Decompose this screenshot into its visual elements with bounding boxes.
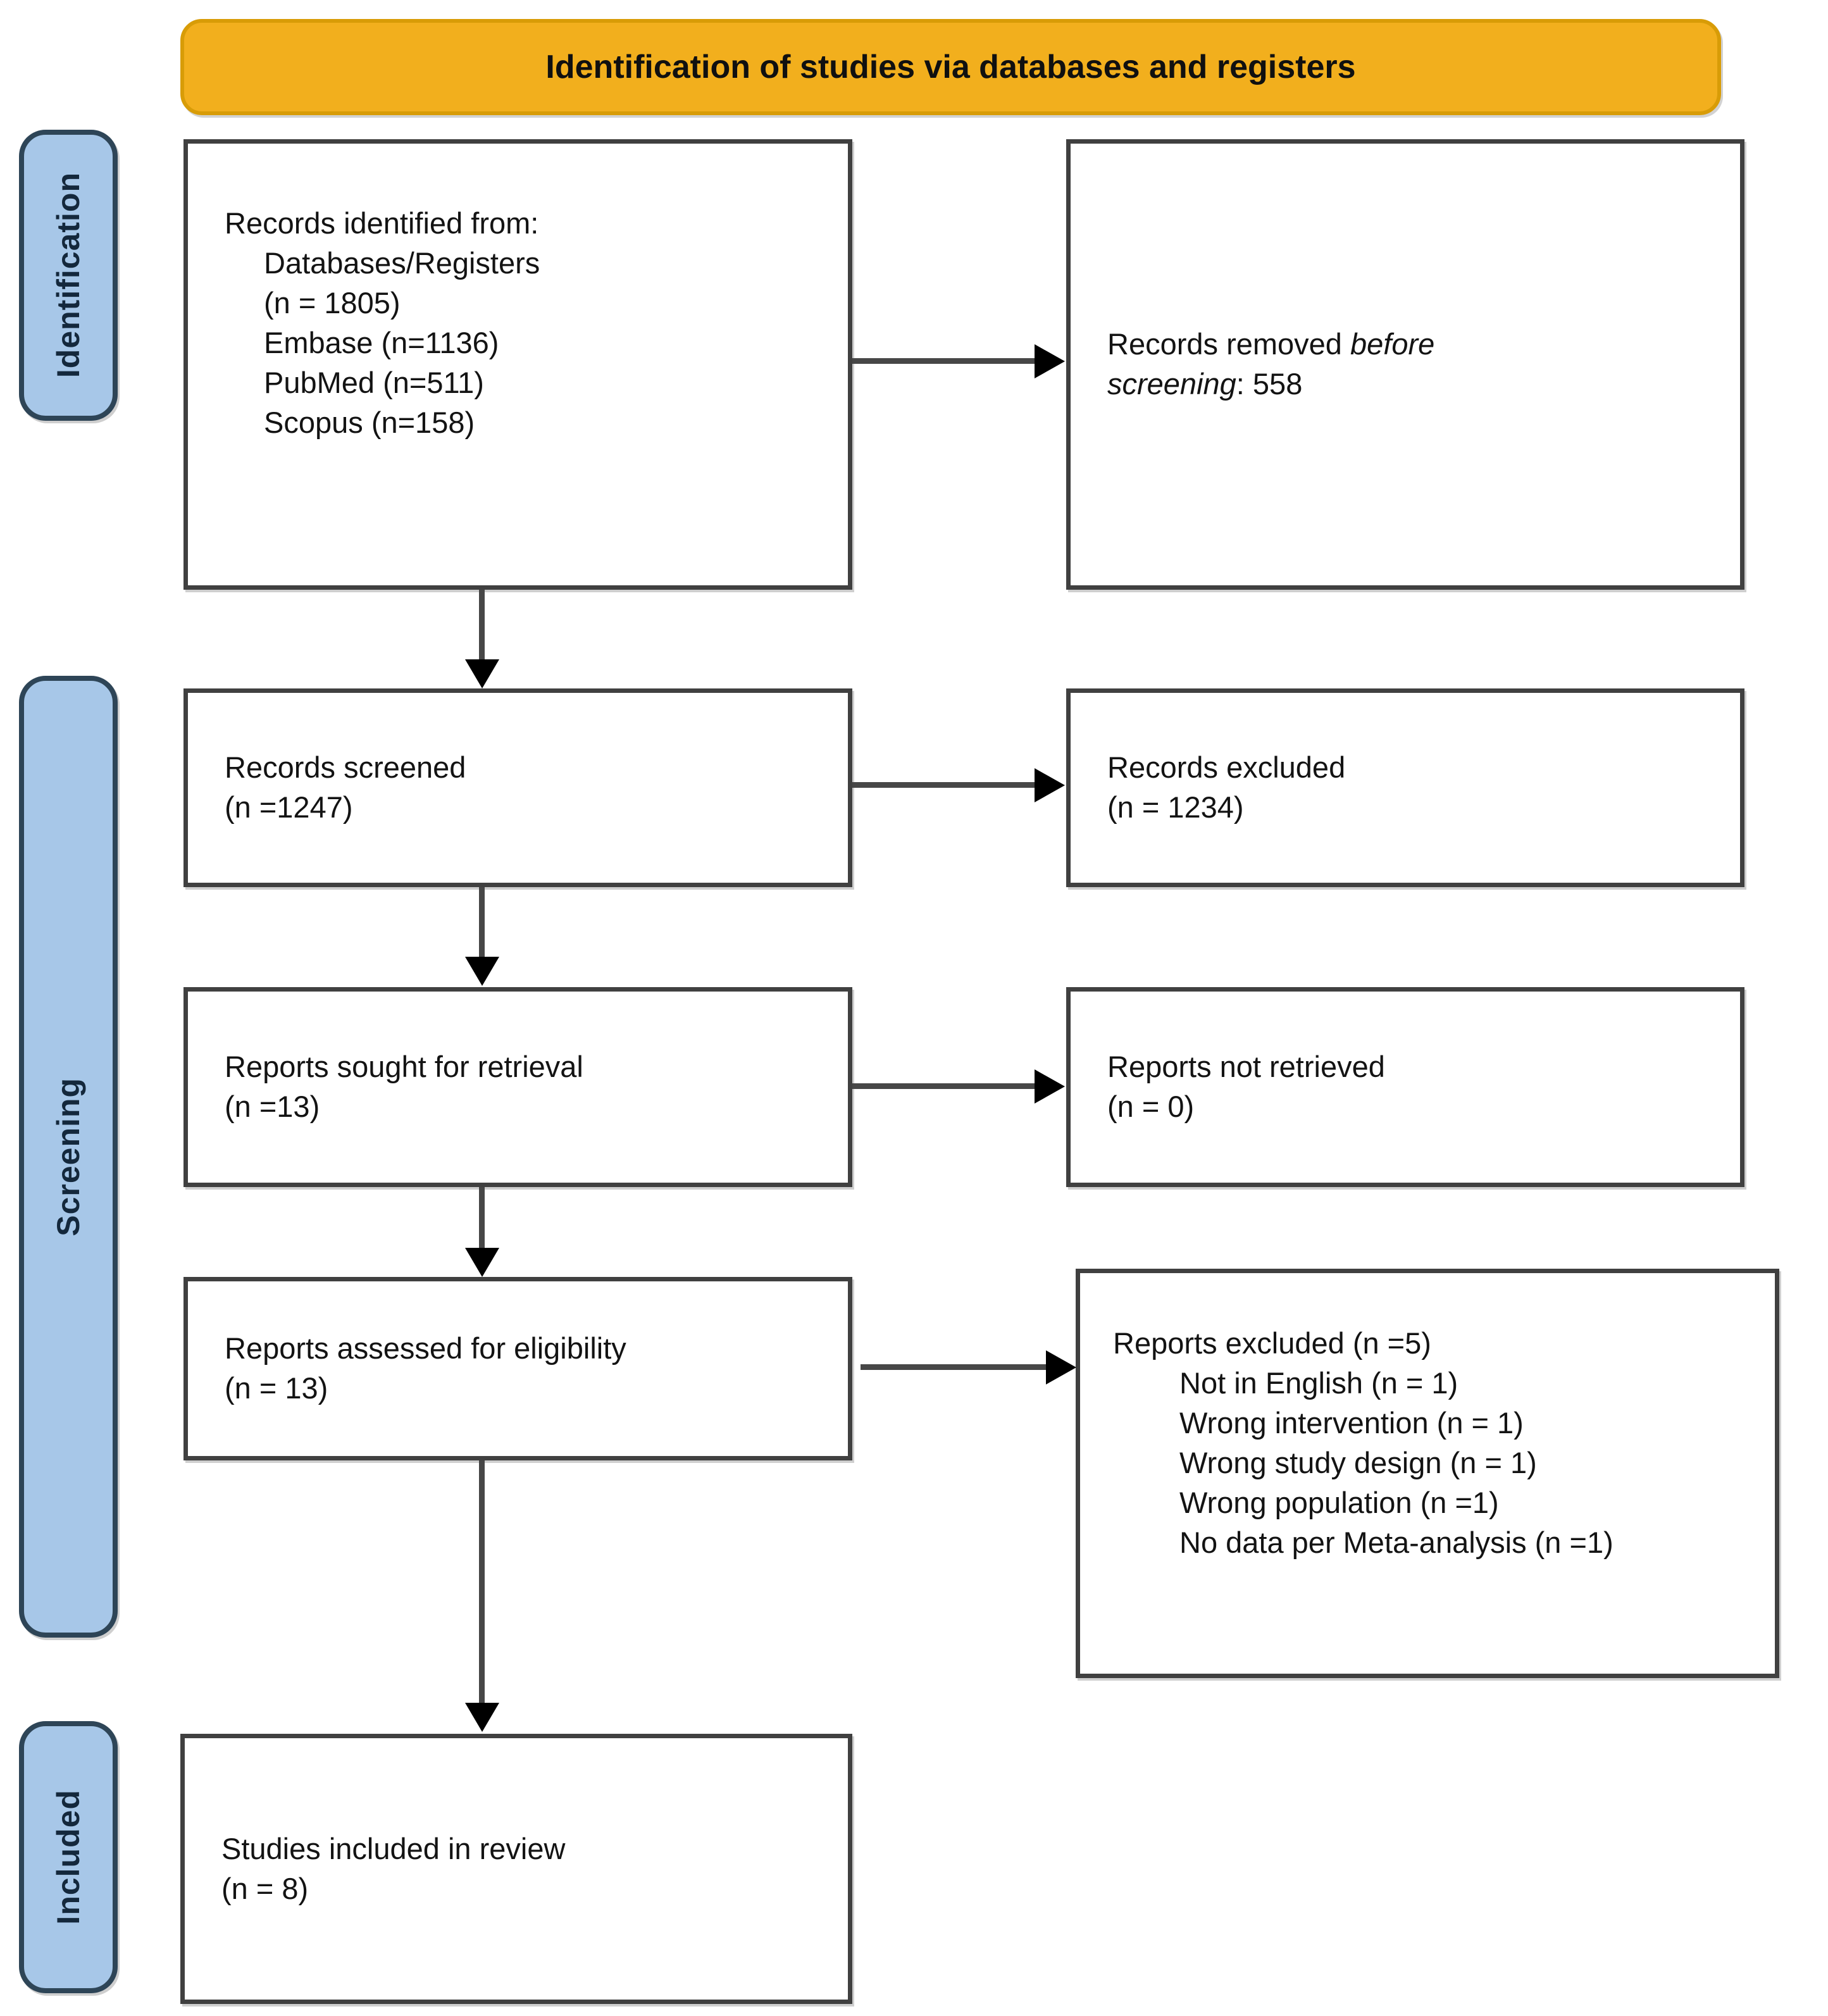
studies-included-line1: Studies included in review <box>221 1831 566 1865</box>
box-reports-not-retrieved: Reports not retrieved (n = 0) <box>1066 987 1744 1187</box>
arrow-sought-to-assessed <box>479 1187 485 1249</box>
studies-included-text: Studies included in review (n = 8) <box>221 1829 565 1909</box>
box-records-excluded: Records excluded (n = 1234) <box>1066 688 1744 887</box>
reports-not-retrieved-text: Reports not retrieved (n = 0) <box>1107 1047 1385 1127</box>
records-identified-item: Databases/Registers <box>264 246 540 280</box>
stage-label-identification: Identification <box>19 130 118 421</box>
records-excluded-line1: Records excluded <box>1107 750 1346 785</box>
arrow-assessed-to-excluded <box>861 1364 1047 1370</box>
reports-excluded-item: Wrong population (n =1) <box>1179 1485 1499 1519</box>
reports-not-retrieved-line2: (n = 0) <box>1107 1090 1195 1123</box>
reports-sought-text: Reports sought for retrieval (n =13) <box>225 1047 583 1127</box>
reports-excluded-item: Wrong intervention (n = 1) <box>1179 1405 1524 1440</box>
studies-included-line2: (n = 8) <box>221 1871 309 1905</box>
records-excluded-text: Records excluded (n = 1234) <box>1107 748 1345 828</box>
records-removed-text: Records removed before screening: 558 <box>1107 325 1512 404</box>
reports-assessed-line1: Reports assessed for eligibility <box>225 1331 626 1366</box>
records-screened-line1: Records screened <box>225 750 466 785</box>
records-identified-item: Embase (n=1136) <box>264 325 499 359</box>
records-screened-line2: (n =1247) <box>225 790 353 824</box>
stage-label-included-text: Included <box>51 1789 86 1925</box>
records-identified-item: (n = 1805) <box>264 285 401 320</box>
records-identified-heading: Records identified from: <box>225 206 539 240</box>
banner-title: Identification of studies via databases … <box>545 49 1356 85</box>
stage-label-included: Included <box>19 1721 118 1993</box>
records-identified-item: PubMed (n=511) <box>264 365 484 399</box>
arrow-identified-to-removed <box>852 358 1036 364</box>
records-identified-item: Scopus (n=158) <box>264 405 475 439</box>
records-screened-text: Records screened (n =1247) <box>225 748 466 828</box>
stage-label-screening: Screening <box>19 676 118 1638</box>
box-records-screened: Records screened (n =1247) <box>183 688 852 887</box>
arrow-identified-to-screened <box>479 590 485 661</box>
box-reports-excluded: Reports excluded (n =5) Not in English (… <box>1076 1269 1779 1678</box>
box-reports-sought: Reports sought for retrieval (n =13) <box>183 987 852 1187</box>
reports-excluded-item: Not in English (n = 1) <box>1179 1366 1458 1400</box>
stage-label-screening-text: Screening <box>51 1077 86 1236</box>
records-removed-suffix: : 558 <box>1236 367 1303 401</box>
reports-not-retrieved-line1: Reports not retrieved <box>1107 1050 1385 1084</box>
arrow-screened-to-excluded <box>852 782 1036 788</box>
records-removed-prefix: Records removed <box>1107 327 1350 361</box>
reports-assessed-text: Reports assessed for eligibility (n = 13… <box>225 1329 626 1409</box>
stage-label-identification-text: Identification <box>51 172 86 378</box>
banner: Identification of studies via databases … <box>180 19 1721 115</box>
box-studies-included: Studies included in review (n = 8) <box>180 1734 852 2004</box>
reports-sought-line1: Reports sought for retrieval <box>225 1050 583 1084</box>
box-reports-assessed: Reports assessed for eligibility (n = 13… <box>183 1277 852 1460</box>
arrow-assessed-to-included <box>479 1460 485 1704</box>
reports-excluded-item: No data per Meta-analysis (n =1) <box>1179 1525 1613 1559</box>
reports-excluded-heading: Reports excluded (n =5) <box>1113 1326 1431 1360</box>
arrow-screened-to-sought <box>479 887 485 958</box>
reports-assessed-line2: (n = 13) <box>225 1371 328 1405</box>
reports-excluded-item: Wrong study design (n = 1) <box>1179 1445 1537 1479</box>
records-removed-italic: before screening <box>1107 327 1435 401</box>
box-records-identified: Records identified from: Databases/Regis… <box>183 139 852 590</box>
reports-sought-line2: (n =13) <box>225 1090 320 1123</box>
records-excluded-line2: (n = 1234) <box>1107 790 1244 824</box>
box-records-removed: Records removed before screening: 558 <box>1066 139 1744 590</box>
arrow-sought-to-notretrieved <box>852 1083 1036 1089</box>
